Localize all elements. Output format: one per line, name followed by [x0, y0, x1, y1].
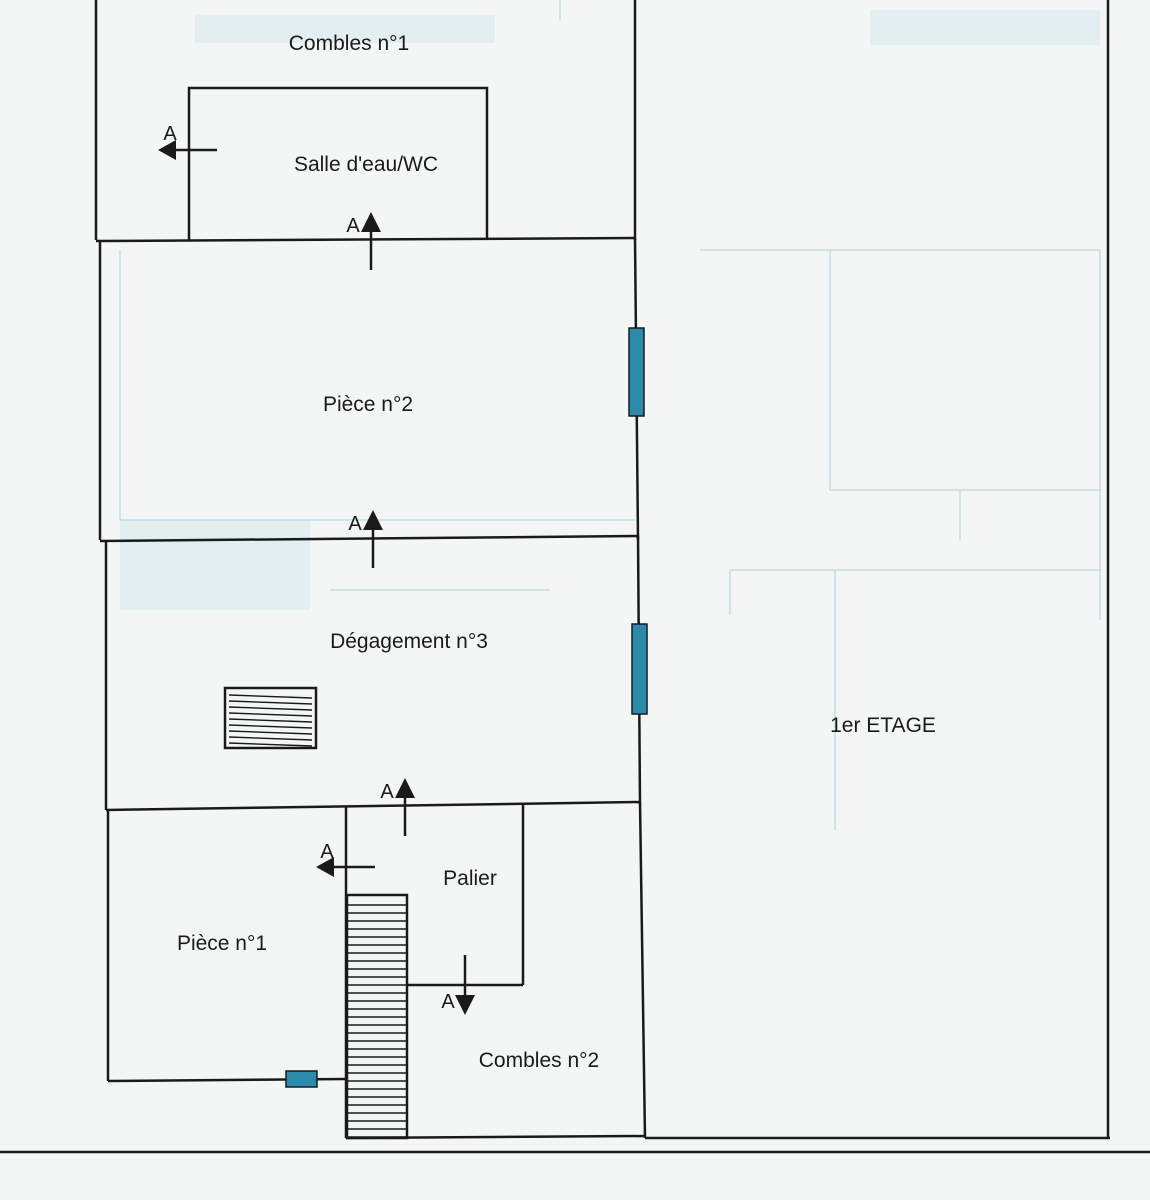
room-label-combles-1: Combles n°1	[289, 32, 409, 55]
hatch-line	[228, 718, 313, 723]
window-degagement	[631, 623, 648, 715]
arrow-letter: A	[346, 215, 360, 237]
arrow-head	[361, 212, 381, 232]
room-labels: Combles n°1 Salle d'eau/WC Pièce n°2 Dég…	[177, 32, 936, 1072]
arrow-head	[158, 140, 176, 160]
arrow-letter: A	[348, 513, 362, 535]
arrow-up-piece2: A	[348, 510, 383, 568]
hatch-line	[228, 706, 313, 711]
hatch-line	[228, 736, 313, 741]
arrow-letter: A	[320, 841, 334, 863]
arrow-head	[363, 510, 383, 530]
staircase-steps	[347, 904, 407, 1138]
room-label-combles-2: Combles n°2	[479, 1049, 599, 1072]
staircase	[345, 893, 409, 1140]
hatched-box-pattern	[228, 694, 313, 747]
hatched-box-outline	[223, 686, 318, 750]
wall-salle-eau	[187, 86, 489, 241]
hatch-line	[228, 712, 313, 717]
hatch-line	[228, 730, 313, 735]
wall-degagement-bottom	[105, 800, 641, 812]
window-piece1	[285, 1070, 318, 1088]
ghost-block	[870, 10, 1100, 45]
hatch-line	[228, 724, 313, 729]
arrows: A A A A A A	[158, 123, 475, 1015]
background-show-through	[119, 0, 1101, 830]
ghost-block	[195, 15, 495, 43]
room-label-piece-1: Pièce n°1	[177, 932, 267, 955]
arrow-letter: A	[163, 123, 177, 145]
arrow-left-combles1: A	[158, 123, 217, 160]
arrow-down-combles2: A	[441, 955, 475, 1015]
wall-combles-piece2	[95, 236, 636, 243]
arrow-head	[455, 995, 475, 1015]
hatch-line	[228, 694, 313, 699]
wall-piece2-degagement	[99, 534, 639, 543]
room-label-piece-2: Pièce n°2	[323, 393, 413, 416]
wall-right-bottom	[638, 801, 647, 1139]
arrow-head	[395, 778, 415, 798]
arrow-up-degagement: A	[380, 778, 415, 836]
ghost-block	[120, 520, 310, 610]
room-label-salle-eau: Salle d'eau/WC	[294, 153, 438, 176]
windows	[285, 327, 648, 1088]
arrow-left-piece1: A	[316, 841, 375, 877]
hatch-line	[228, 700, 313, 705]
sheet-frame	[0, 0, 1150, 1154]
arrow-head	[316, 857, 334, 877]
arrow-letter: A	[441, 991, 455, 1013]
arrow-up-salle-eau: A	[346, 212, 381, 270]
hatch-line	[228, 742, 313, 747]
floor-label: 1er ETAGE	[830, 714, 936, 737]
window-piece2	[628, 327, 645, 417]
room-label-degagement-3: Dégagement n°3	[330, 630, 488, 653]
room-label-palier: Palier	[443, 867, 497, 890]
arrow-letter: A	[380, 781, 394, 803]
hatched-box	[223, 686, 318, 750]
